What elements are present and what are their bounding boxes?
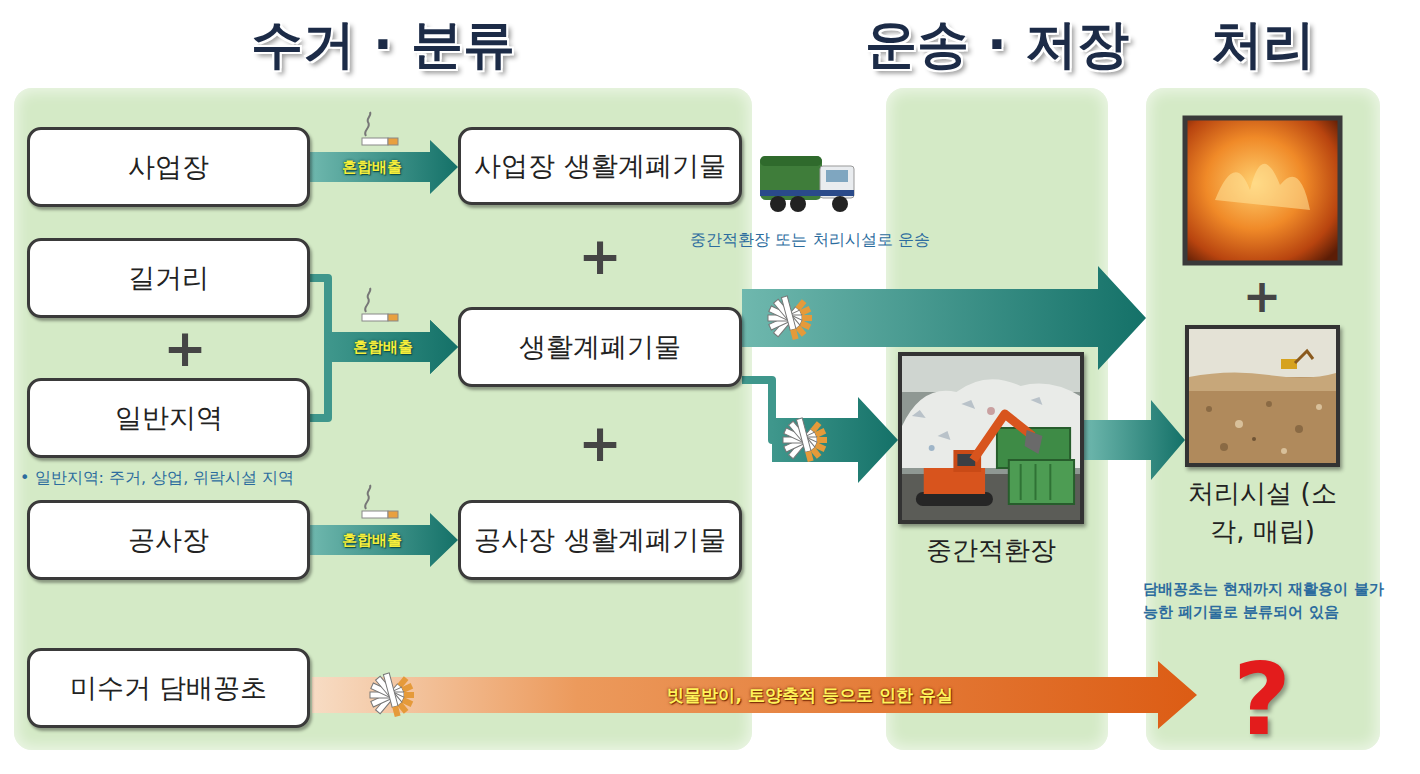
landfill-photo [1220,443,1228,451]
edge-label: 혼합배출 [353,338,413,357]
box-label: 공사장 [128,522,209,558]
illustration-layer [768,296,812,340]
box-label: 생활계폐기물 [519,329,681,365]
question-mark: ? [1233,650,1291,750]
flow-arrow [310,278,458,374]
source-box: 일반지역 [27,378,310,458]
flow-arrow [310,140,458,194]
transfer-station-photo [916,492,993,506]
connector-line [310,278,330,347]
arrow-body [742,266,1146,370]
plus-sign: + [163,322,207,374]
transfer-station-photo [1025,430,1043,454]
garbage-truck [790,196,806,212]
landfill-photo [1281,448,1287,454]
arrow-body [772,397,898,483]
landfill-photo [1281,359,1297,369]
arrow-body [1084,400,1185,480]
garbage-truck [770,196,786,212]
stage-heading: 수거 · 분류 [251,10,515,80]
transfer-station-photo [1021,464,1051,500]
footnote: • 일반지역: 주거, 상업, 위락시설 지역 [20,468,294,489]
furnace-photo [1185,118,1340,263]
treatment-facility: 처리시설 (소각, 매립) [1185,325,1340,467]
box-label: 길거리 [128,260,209,296]
source-box: 사업장 [27,127,310,207]
transfer-station-photo [902,356,1080,520]
flow-arrow [742,380,898,483]
garbage-truck [760,156,854,212]
transfer-station-photo [987,407,995,415]
landfill-photo [1206,406,1212,412]
loss-arrow [312,661,1197,729]
waste-box: 생활계폐기물 [458,307,742,387]
flow-arrow [310,513,458,567]
flow-arrow [310,320,458,418]
stage-panel: 운송 · 저장 중간적환장 [886,88,1108,750]
stage-heading: 운송 · 저장 [865,10,1129,80]
arrow-body [310,513,458,567]
furnace-photo [1185,118,1340,263]
transfer-station-photo [929,445,935,451]
flow-arrow [742,266,1146,370]
connector-line [310,347,330,418]
source-box: 공사장 [27,500,310,580]
box-label: 미수거 담배꽁초 [70,670,268,706]
landfill-photo [1189,329,1336,377]
loss-caption: 빗물받이, 토양축적 등으로 인한 유실 [667,684,952,707]
box-label: 사업장 [128,149,209,185]
arrow-body [310,140,458,194]
connector-line [742,380,774,440]
landfill-photo [1295,425,1303,433]
stage-panel: 수거 · 분류사업장사업장 생활계폐기물길거리생활계폐기물일반지역공사장공사장 … [14,88,752,750]
transfer-station-photo [1009,460,1074,504]
waste-box: 사업장 생활계폐기물 [458,127,742,205]
garbage-truck [832,196,848,212]
illustration-layer [362,485,398,518]
garbage-truck [760,156,822,166]
arrow-caption: 중간적환장 또는 처리시설로 운송 [690,230,929,251]
landfill-photo [1189,372,1336,391]
image-caption: 처리시설 (소각, 매립) [1183,475,1343,550]
garbage-truck [826,170,848,182]
landfill-photo [1189,329,1336,463]
source-box: 길거리 [27,238,310,318]
landfill-photo [1316,404,1322,410]
landfill-photo [1252,437,1256,441]
note-text: 담배꽁초는 현재까지 재활용이 불가능한 폐기물로 분류되어 있음 [1143,578,1391,623]
landfill-photo [1189,329,1336,463]
transfer-station: 중간적환장 [898,352,1084,524]
image-caption: 중간적환장 [926,532,1056,570]
illustration-layer [362,288,398,321]
illustration-layer [362,112,398,145]
garbage-truck [760,156,822,200]
box-label: 공사장 생활계폐기물 [474,522,726,558]
illustration-layer [783,418,827,462]
illustration-layer [370,673,414,717]
box-label: 일반지역 [115,400,223,436]
garbage-truck [760,190,854,196]
transfer-station-photo [902,379,1080,468]
transfer-station-photo [902,356,1080,520]
edge-label: 혼합배출 [342,531,402,550]
plus-sign: + [1243,273,1282,319]
transfer-station-photo [973,414,1032,460]
source-box: 미수거 담배꽁초 [27,648,310,728]
landfill-photo [1266,401,1272,407]
flow-arrow [1084,400,1185,480]
stage-heading: 처리 [1211,10,1315,80]
landfill-photo [1295,351,1313,363]
garbage-truck [820,166,854,198]
arrow-body [328,320,458,374]
furnace-photo [1215,164,1310,210]
waste-box: 공사장 생활계폐기물 [458,500,742,580]
arrow-body [328,320,458,374]
edge-label: 혼합배출 [342,158,402,177]
box-label: 사업장 생활계폐기물 [474,148,726,184]
plus-sign: + [578,417,622,469]
landfill-photo [1235,420,1243,428]
plus-sign: + [578,230,622,282]
